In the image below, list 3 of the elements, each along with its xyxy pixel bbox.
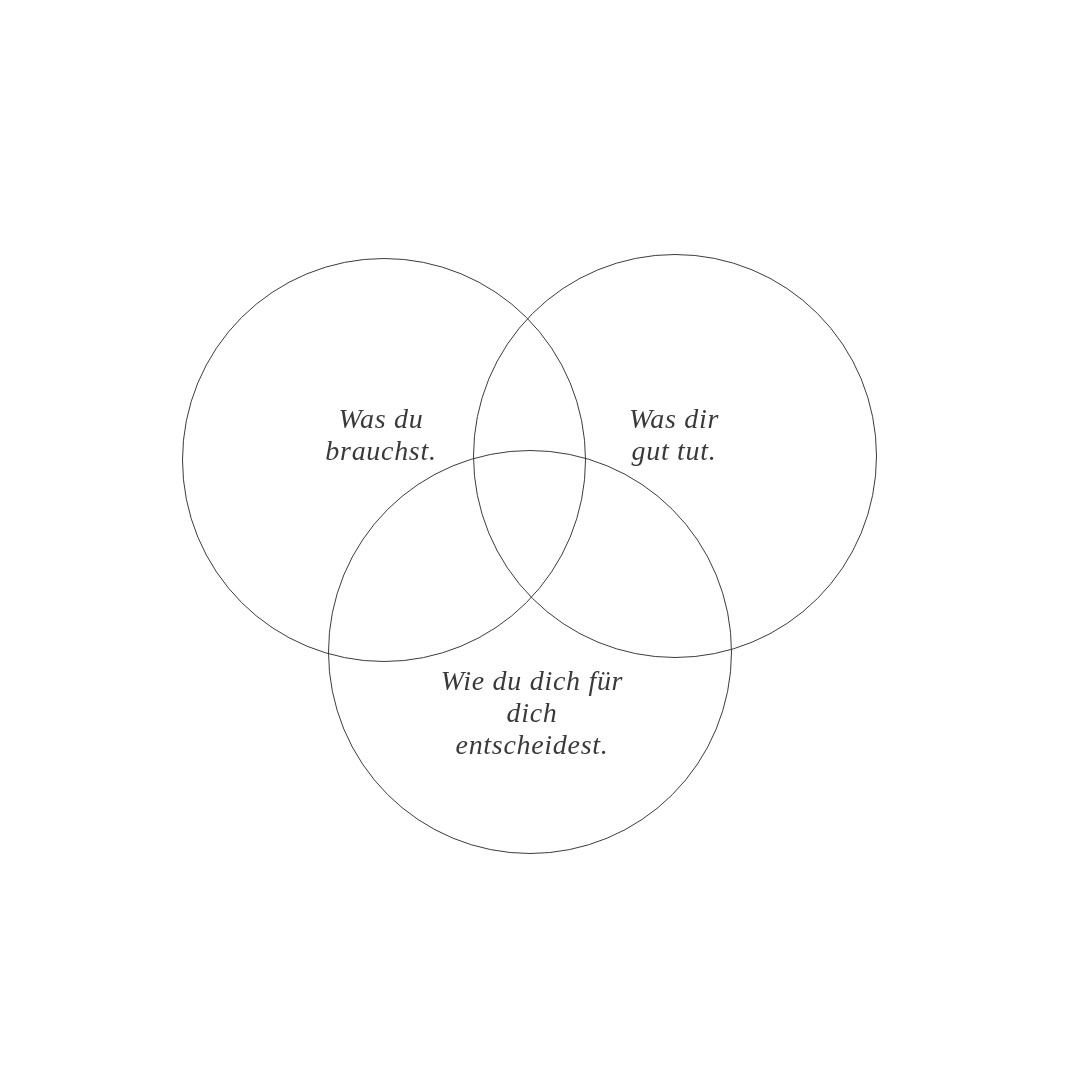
circle-label: Wie du dich für dich entscheidest.	[439, 665, 625, 761]
circle-label: Was dir gut tut.	[627, 403, 721, 467]
circle-label: Was du brauchst.	[324, 403, 438, 467]
